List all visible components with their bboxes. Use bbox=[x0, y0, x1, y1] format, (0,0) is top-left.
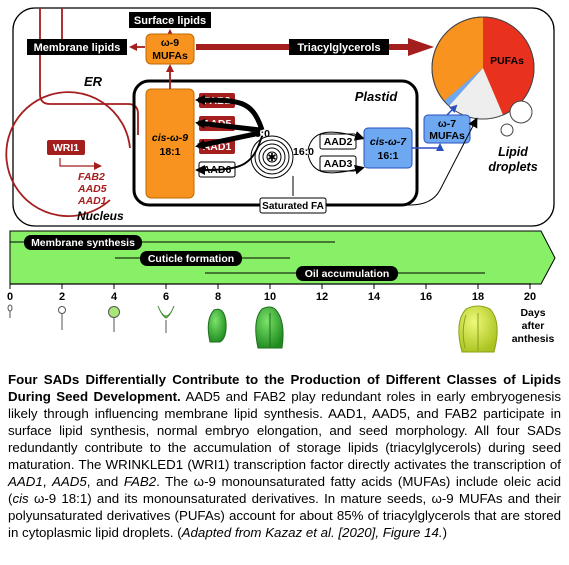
caption-gene-fab2: FAB2 bbox=[123, 474, 157, 489]
er-membrane-line bbox=[39, 8, 139, 135]
w9-mufas-line2: MUFAs bbox=[152, 50, 188, 62]
tick-label: 6 bbox=[163, 291, 169, 303]
embryo-stage-day18 bbox=[458, 305, 498, 353]
cis-w7-line2: 16:1 bbox=[377, 150, 398, 162]
saturated-fa-box bbox=[259, 197, 327, 214]
pufas-label: PUFAs bbox=[490, 55, 524, 67]
saturated-fa-label: Saturated FA bbox=[262, 201, 324, 212]
embryo-stage-day2 bbox=[58, 306, 66, 330]
membrane-synthesis-pill bbox=[24, 235, 142, 250]
aad3-box bbox=[319, 155, 357, 172]
fatty-acid-spiral bbox=[250, 135, 294, 179]
tick-label: 16 bbox=[420, 291, 432, 303]
embryo-stage-day4 bbox=[108, 306, 120, 332]
aad3-label: AAD3 bbox=[324, 158, 353, 170]
figure-caption: Four SADs Differentially Contribute to t… bbox=[8, 371, 561, 541]
plastid-label: Plastid bbox=[355, 89, 399, 104]
oil-accumulation-label: Oil accumulation bbox=[305, 268, 390, 280]
tick-label: 12 bbox=[316, 291, 328, 303]
days-label: Days bbox=[520, 307, 545, 319]
lipid-pathway-diagram: ER Surface lipids Membrane lipids ω-9 MU… bbox=[5, 7, 556, 353]
tick-label: 14 bbox=[368, 291, 381, 303]
caption-title: Four SADs Differentially Contribute to t… bbox=[8, 372, 561, 404]
cell-outline bbox=[12, 7, 555, 227]
triacylglycerols-box bbox=[289, 39, 389, 55]
anthesis-label: anthesis bbox=[512, 333, 555, 345]
triacylglycerols-label: Triacylglycerols bbox=[297, 42, 380, 54]
cis-w7-box bbox=[363, 127, 413, 169]
nucleus-outline bbox=[5, 91, 131, 218]
embryo-stage-day10 bbox=[255, 306, 284, 349]
wri1-box bbox=[47, 140, 85, 155]
w7-mufas-line2: MUFAs bbox=[429, 130, 465, 142]
w7-mufas-line1: ω-7 bbox=[438, 118, 456, 130]
cuticle-formation-pill bbox=[140, 251, 242, 266]
embryo-stage-day0 bbox=[7, 304, 13, 318]
caption-end: ) bbox=[442, 525, 448, 540]
small-droplet bbox=[509, 100, 533, 124]
oil-accumulation-pill bbox=[296, 266, 398, 281]
cis-w7-line1: cis-ω-7 bbox=[370, 136, 407, 148]
tick-label: 8 bbox=[215, 291, 221, 303]
caption-sep: , bbox=[42, 474, 53, 489]
surface-lipids-box bbox=[129, 12, 211, 28]
tick-label: 20 bbox=[524, 291, 536, 303]
caption-sep: , and bbox=[86, 474, 124, 489]
w9-mufas-line1: ω-9 bbox=[161, 37, 179, 49]
lipid-droplets-line1: Lipid bbox=[498, 145, 528, 159]
wri1-label: WRI1 bbox=[53, 142, 79, 154]
gene-aad5: AAD5 bbox=[77, 183, 107, 195]
membrane-synthesis-label: Membrane synthesis bbox=[31, 237, 135, 249]
lipid-droplets-line2: droplets bbox=[488, 160, 537, 174]
desaturation-arrows bbox=[195, 95, 265, 175]
nucleus-label: Nucleus bbox=[77, 209, 124, 223]
tick-label: 4 bbox=[111, 291, 118, 303]
surface-lipids-label: Surface lipids bbox=[134, 15, 206, 27]
aad2-label: AAD2 bbox=[324, 136, 353, 148]
tag-pie-droplet bbox=[431, 16, 535, 120]
tick-label: 0 bbox=[7, 291, 13, 303]
spiral-star: ✱ bbox=[267, 152, 276, 164]
day-ticks bbox=[9, 284, 531, 289]
c18-label: 18:0 bbox=[249, 128, 270, 140]
cis-w9-line2: 18:1 bbox=[159, 146, 180, 158]
caption-gene-aad5: AAD5 bbox=[52, 474, 87, 489]
membrane-lipids-label: Membrane lipids bbox=[34, 42, 121, 54]
embryo-stage-day8 bbox=[207, 308, 227, 343]
gene-fab2: FAB2 bbox=[78, 171, 105, 183]
tick-label: 10 bbox=[264, 291, 276, 303]
small-droplet bbox=[500, 123, 514, 137]
tick-label: 2 bbox=[59, 291, 65, 303]
caption-text-2: . The ω-9 monounsaturated fatty acids (M… bbox=[8, 474, 561, 506]
membrane-lipids-box bbox=[27, 39, 127, 55]
gene-aad1: AAD1 bbox=[77, 195, 107, 207]
caption-source: Adapted from Kazaz et al. [2020], Figure… bbox=[181, 525, 443, 540]
cis-w9-line1: cis-ω-9 bbox=[152, 132, 188, 144]
caption-cis: cis bbox=[12, 491, 29, 506]
aad2-box bbox=[319, 133, 357, 150]
tick-label: 18 bbox=[472, 291, 484, 303]
after-label: after bbox=[522, 320, 545, 332]
embryo-stage-day6 bbox=[157, 305, 175, 333]
caption-gene-aad1: AAD1 bbox=[8, 474, 43, 489]
cuticle-formation-label: Cuticle formation bbox=[148, 253, 234, 265]
c16-label: 16:0 bbox=[293, 146, 314, 158]
er-label: ER bbox=[84, 74, 103, 89]
caption-text-1: AAD5 and FAB2 play redundant roles in ea… bbox=[8, 389, 561, 472]
caption-text-3: ω-9 18:1) and its monounsaturated deriva… bbox=[8, 491, 561, 540]
